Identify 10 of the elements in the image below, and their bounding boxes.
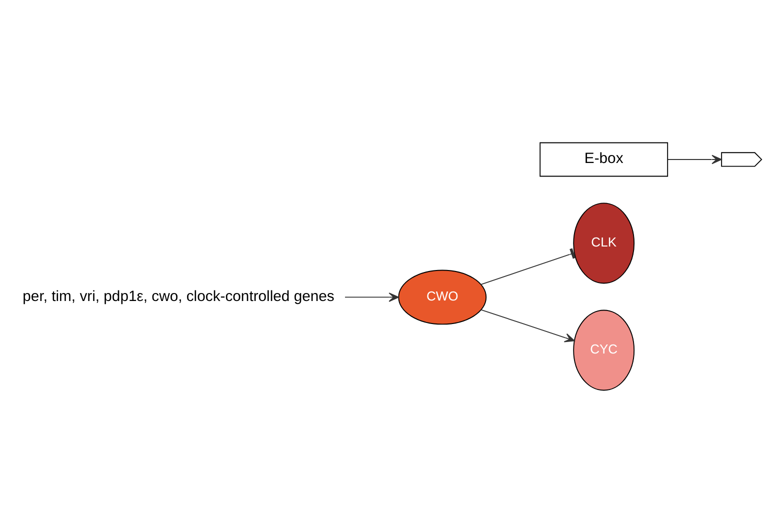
node-wave [721, 152, 762, 166]
node-ellipse: CWO [398, 269, 487, 324]
arrow [480, 308, 575, 342]
node-ellipse: CYC [573, 309, 635, 390]
node-ellipse: CLK [573, 202, 635, 284]
arrow [344, 292, 399, 302]
node-box: E-box [540, 142, 668, 176]
arrow [667, 154, 722, 164]
node-text: per, tim, vri, pdp1ε, cwo, clock-controlled genes [22, 288, 334, 304]
connector [480, 248, 576, 284]
